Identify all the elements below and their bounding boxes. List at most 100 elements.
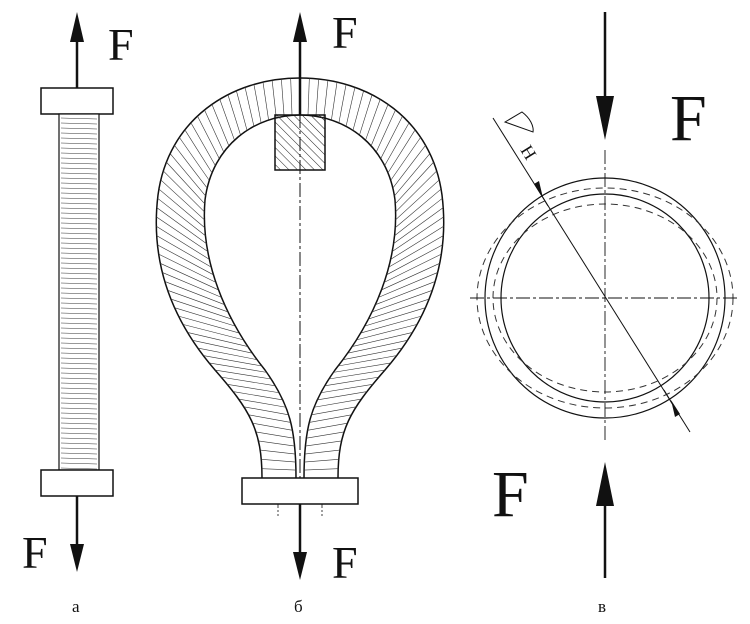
fibre-tick bbox=[227, 94, 241, 136]
caption-b: б bbox=[294, 597, 303, 616]
fibre-tick bbox=[215, 369, 272, 380]
fibre-tick bbox=[393, 207, 444, 244]
fibre-tick bbox=[60, 122, 98, 125]
fibre-tick bbox=[255, 431, 294, 439]
panel-a: F F а bbox=[22, 12, 134, 616]
fibre-tick bbox=[219, 99, 235, 141]
fibre-tick bbox=[221, 376, 276, 387]
fibre-tick bbox=[306, 431, 345, 439]
fibre-tick bbox=[311, 406, 357, 416]
fibre-tick bbox=[331, 82, 338, 121]
fibre-tick bbox=[338, 355, 397, 367]
fibre-tick bbox=[157, 244, 214, 276]
fibre-tick bbox=[304, 449, 340, 455]
fibre-tick bbox=[384, 122, 410, 166]
fibre-tick bbox=[157, 198, 206, 236]
fibre-tick bbox=[184, 129, 213, 174]
fibre-tick bbox=[258, 440, 295, 447]
fibre-tick bbox=[60, 292, 98, 295]
fibre-tick bbox=[60, 247, 98, 250]
fibre-tick bbox=[271, 80, 277, 118]
fibre-tick bbox=[197, 115, 220, 159]
fibre-tick bbox=[60, 322, 98, 325]
dimension-label-h: H bbox=[517, 142, 541, 164]
fibre-tick bbox=[390, 226, 444, 260]
fibre-tick bbox=[370, 104, 389, 147]
fibre-tick bbox=[387, 129, 416, 174]
fibre-tick bbox=[328, 369, 385, 380]
fibre-tick bbox=[60, 392, 98, 395]
fibre-tick bbox=[60, 232, 98, 235]
fibre-tick bbox=[60, 207, 98, 210]
caption-a: а bbox=[72, 597, 80, 616]
fibre-tick bbox=[248, 414, 291, 423]
fibre-tick bbox=[170, 298, 232, 320]
fibre-tick bbox=[60, 332, 98, 335]
fibre-tick bbox=[60, 367, 98, 370]
fibre-tick bbox=[378, 272, 438, 298]
fibre-tick bbox=[160, 179, 205, 221]
fibre-tick bbox=[156, 226, 210, 260]
fibre-tick bbox=[60, 397, 98, 400]
fibre-tick bbox=[60, 177, 98, 180]
fibre-tick bbox=[304, 468, 339, 471]
fibre-tick bbox=[60, 257, 98, 260]
fibre-tick bbox=[60, 412, 98, 415]
fibre-tick bbox=[309, 414, 352, 423]
fibre-tick bbox=[60, 432, 98, 435]
fibre-tick bbox=[60, 117, 98, 120]
fibre-tick bbox=[352, 332, 413, 347]
fibre-tick bbox=[60, 252, 98, 255]
fibre-tick bbox=[60, 312, 98, 315]
bottom-clamp bbox=[40, 469, 114, 497]
fibre-tick bbox=[395, 170, 437, 213]
fibre-tick bbox=[232, 391, 283, 401]
fibre-tick bbox=[60, 327, 98, 330]
fibre-tick bbox=[244, 87, 255, 127]
arrow-head-icon bbox=[70, 544, 84, 572]
fibre-tick bbox=[281, 78, 285, 117]
fibre-tick bbox=[156, 207, 207, 244]
fibre-tick bbox=[60, 132, 98, 135]
fibre-tick bbox=[359, 94, 373, 136]
fibre-tick bbox=[167, 290, 229, 313]
arrow-head-icon bbox=[70, 12, 84, 42]
fibre-tick bbox=[60, 442, 98, 445]
fibre-tick bbox=[371, 290, 433, 313]
fibre-tick bbox=[60, 287, 98, 290]
fibre-tick bbox=[60, 147, 98, 150]
fibre-tick bbox=[381, 263, 440, 291]
force-label-bottom: F bbox=[22, 527, 48, 578]
dim-bracket bbox=[503, 111, 534, 133]
fibre-tick bbox=[252, 422, 293, 431]
fibre-tick bbox=[211, 104, 230, 147]
fibre-tick bbox=[60, 372, 98, 375]
fibre-tick bbox=[60, 262, 98, 265]
fibre-tick bbox=[323, 80, 329, 118]
fibre-tick bbox=[338, 84, 347, 123]
fibre-tick bbox=[317, 391, 368, 401]
fibre-tick bbox=[290, 78, 293, 116]
fibre-tick bbox=[60, 407, 98, 410]
bottom-clamp bbox=[241, 477, 359, 505]
panel-b: F F б bbox=[155, 7, 445, 616]
fibre-tick bbox=[174, 307, 236, 327]
fibre-tick bbox=[356, 324, 418, 341]
fibre-tick bbox=[395, 161, 434, 205]
fibre-tick bbox=[365, 99, 381, 141]
fibre-tick bbox=[60, 222, 98, 225]
fibre-tick bbox=[209, 362, 267, 373]
arrow-head-icon bbox=[293, 552, 307, 580]
fibre-tick bbox=[388, 235, 444, 268]
fibre-tick bbox=[314, 398, 362, 408]
fibre-tick bbox=[375, 109, 396, 153]
fibre-tick bbox=[305, 440, 342, 447]
fibre-tick bbox=[60, 162, 98, 165]
fibre-tick bbox=[60, 127, 98, 130]
force-label-bottom: F bbox=[332, 537, 358, 588]
fibre-tick bbox=[203, 355, 262, 367]
fibre-tick bbox=[187, 332, 248, 347]
fibre-tick bbox=[192, 340, 253, 354]
fibre-tick bbox=[60, 342, 98, 345]
fibre-tick bbox=[60, 337, 98, 340]
